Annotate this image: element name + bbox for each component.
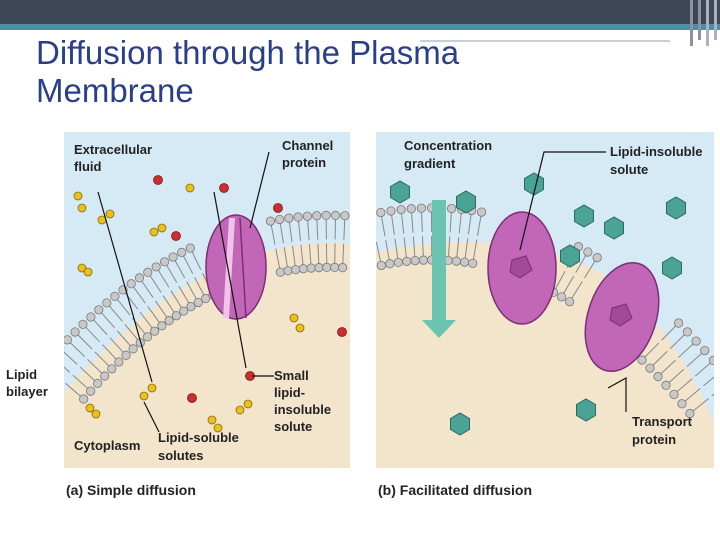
lipid-bilayer-label-1: Lipid xyxy=(6,367,38,382)
carrier-protein-1 xyxy=(487,211,557,325)
pointer-lines xyxy=(97,151,274,433)
panel-simple-diffusion: Extracellular fluid Channel protein Smal… xyxy=(64,132,350,468)
label-transport-2: protein xyxy=(632,432,676,447)
facilitated-diffusion-diagram: Concentration gradient Lipid-insoluble s… xyxy=(376,132,714,468)
simple-diffusion-diagram: Extracellular fluid Channel protein Smal… xyxy=(64,132,350,468)
label-gradient-1: Concentration xyxy=(404,138,492,153)
slide-accent-bar xyxy=(0,24,720,30)
cytoplasm-region xyxy=(64,243,350,468)
lipid-bilayer-label-2: bilayer xyxy=(6,384,48,399)
label-insoluble-1: Lipid-insoluble xyxy=(610,144,702,159)
panel-facilitated-diffusion: Concentration gradient Lipid-insoluble s… xyxy=(376,132,714,468)
slide-top-bar xyxy=(0,0,720,24)
pointer-lines xyxy=(519,151,627,412)
label-small-3: insoluble xyxy=(274,402,331,417)
channel-protein xyxy=(205,214,267,320)
caption-facilitated-diffusion: (b) Facilitated diffusion xyxy=(378,482,532,498)
label-extracellular-2: fluid xyxy=(74,159,101,174)
label-small-2: lipid- xyxy=(274,385,305,400)
label-gradient-2: gradient xyxy=(404,156,456,171)
gradient-arrow xyxy=(422,200,456,338)
label-lipid-soluble-1: Lipid-soluble xyxy=(158,430,239,445)
label-small-4: solute xyxy=(274,419,312,434)
lipid-bilayer-label: Lipid bilayer xyxy=(6,366,48,400)
lipid-bilayer xyxy=(64,210,350,404)
slide-title: Diffusion through the Plasma Membrane xyxy=(36,34,460,109)
caption-simple-diffusion: (a) Simple diffusion xyxy=(66,482,196,498)
solute-particles xyxy=(73,175,347,433)
label-insoluble-2: solute xyxy=(610,162,648,177)
label-transport-1: Transport xyxy=(632,414,693,429)
label-channel-1: Channel xyxy=(282,138,333,153)
lipid-insoluble-solutes xyxy=(390,172,686,436)
label-channel-2: protein xyxy=(282,155,326,170)
transport-protein xyxy=(584,261,660,373)
corner-decoration xyxy=(690,0,717,46)
label-small-1: Small xyxy=(274,368,309,383)
label-cytoplasm: Cytoplasm xyxy=(74,438,140,453)
label-extracellular-1: Extracellular xyxy=(74,142,152,157)
title-rule xyxy=(420,40,670,42)
label-lipid-soluble-2: solutes xyxy=(158,448,204,463)
